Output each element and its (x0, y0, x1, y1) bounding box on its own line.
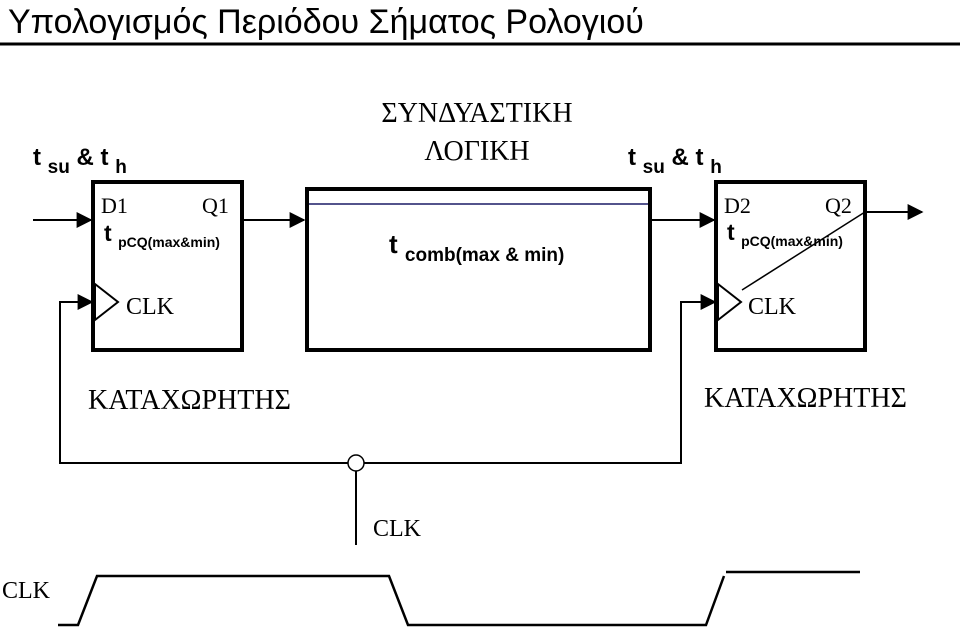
register2-timing-su: su (643, 157, 665, 178)
register2-d-label: D2 (724, 193, 751, 218)
register2-clock-triangle (717, 281, 743, 323)
clock-wire-reg2 (356, 294, 717, 464)
clock-waveform (58, 574, 726, 627)
register2-tpcq-label: t pCQ(max&min) (727, 219, 843, 249)
register2-timing-amp: & (672, 144, 689, 171)
comb-delay-label: t comb(max & min) (389, 229, 564, 266)
register1-timing-label: t su & t h (33, 144, 127, 179)
waveform-label: CLK (2, 578, 51, 604)
register2-clk-label: CLK (748, 294, 797, 320)
register1-label: ΚΑΤΑΧΩΡΗΤΗΣ (88, 385, 291, 416)
page-title: Υπολογισμός Περιόδου Σήματος Ρολογιού (8, 3, 644, 41)
register2-strike-line (741, 211, 866, 291)
comb-delay-t: t (389, 229, 398, 259)
register2-box (714, 180, 867, 352)
register1-timing-amp: & (77, 144, 94, 171)
register2-timing-h: h (710, 157, 722, 178)
register1-q-label: Q1 (202, 193, 229, 218)
register1-timing-t2: t (101, 144, 109, 171)
register1-timing-t: t (33, 144, 41, 171)
register1-box (91, 180, 244, 352)
register1-clock-triangle (94, 281, 120, 323)
register2-timing-t2: t (696, 144, 704, 171)
register1-timing-su: su (48, 157, 70, 178)
clock-junction-node (347, 454, 365, 472)
register2-tpcq-sub: pCQ(max&min) (741, 233, 843, 249)
register1-tpcq-label: t pCQ(max&min) (104, 220, 220, 250)
clock-source-label: CLK (373, 516, 422, 542)
register1-clk-label: CLK (126, 294, 175, 320)
register2-timing-label: t su & t h (628, 144, 722, 179)
register2-timing-t: t (628, 144, 636, 171)
register1-timing-h: h (115, 157, 127, 178)
comb-delay-sub: comb(max & min) (405, 245, 564, 266)
register1-d-label: D1 (101, 193, 128, 218)
register2-label: ΚΑΤΑΧΩΡΗΤΗΣ (704, 383, 907, 414)
comb-title-line2: ΛΟΓΙΚΗ (424, 136, 529, 167)
comb-title-line1: ΣΥΝΔΥΑΣΤΙΚΗ (381, 98, 572, 129)
register1-tpcq-sub: pCQ(max&min) (118, 234, 220, 250)
register2-tpcq-t: t (727, 219, 735, 245)
register2-q-label: Q2 (825, 193, 852, 218)
register1-tpcq-t: t (104, 220, 112, 246)
comb-logic-box (305, 187, 652, 352)
clock-wire-reg1 (59, 294, 356, 464)
